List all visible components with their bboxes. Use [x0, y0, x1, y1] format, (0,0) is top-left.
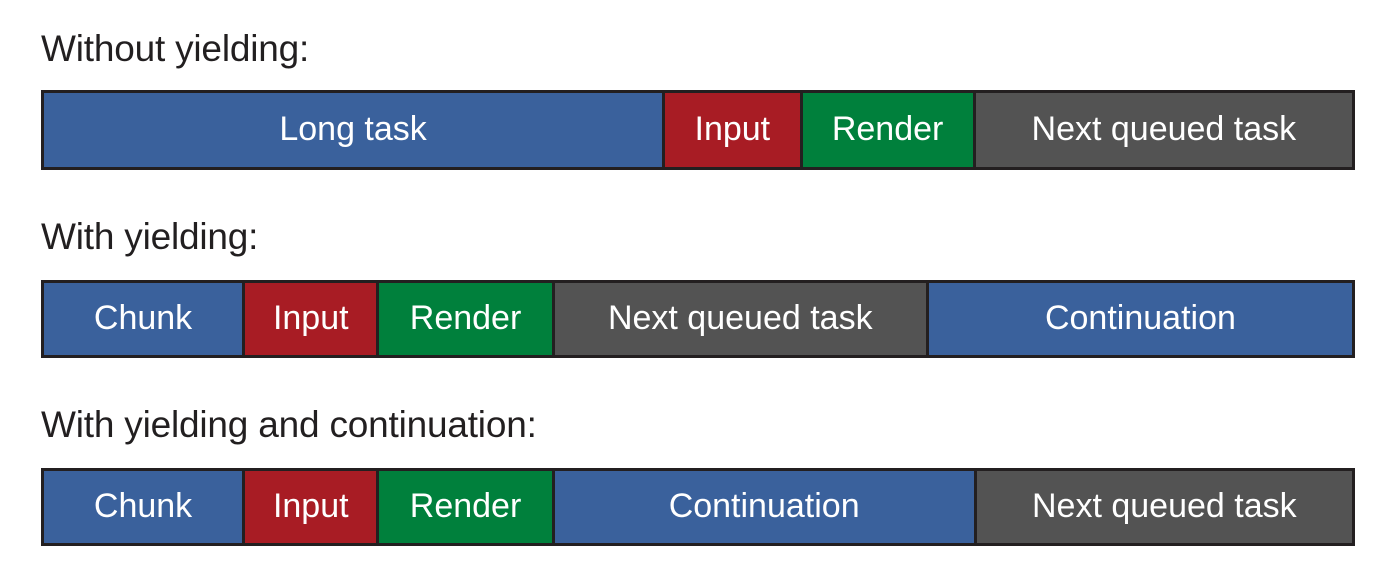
- timeline-segment-label: Chunk: [93, 487, 193, 525]
- section-title-with-yielding-and-continuation: With yielding and continuation:: [41, 404, 537, 445]
- timeline-segment: Chunk: [44, 471, 246, 543]
- timeline-segment: Next queued task: [554, 283, 929, 355]
- timeline-segment-label: Render: [409, 487, 522, 525]
- timeline-segment-label: Next queued task: [1032, 487, 1297, 525]
- timeline-segment: Render: [379, 283, 555, 355]
- timeline-segment-label: Continuation: [668, 487, 860, 525]
- timeline-bar-with-yielding-and-continuation: Chunk Input Render Continuation Next queued …: [41, 468, 1355, 546]
- timeline-segment-label: Next queued task: [1031, 110, 1297, 148]
- section-title-with-yielding: With yielding:: [41, 216, 259, 257]
- timeline-segment-label: Continuation: [1044, 299, 1236, 337]
- timeline-segment-label: Input: [272, 299, 349, 337]
- timeline-segment: Chunk: [44, 283, 246, 355]
- timeline-segment-label: Long task: [279, 110, 427, 148]
- timeline-section-with-yielding-and-continuation: With yielding and continuation: Chunk Inp…: [0, 406, 1396, 546]
- timeline-segment: Next queued task: [976, 471, 1352, 543]
- timeline-segment: Long task: [44, 93, 666, 167]
- timeline-bar-without-yielding: Long task Input Render Next queued task: [41, 90, 1355, 170]
- timeline-segment: Continuation: [554, 471, 977, 543]
- timeline-segment-label: Render: [409, 299, 522, 337]
- timeline-section-with-yielding: With yielding: Chunk Input Render Next queu…: [0, 218, 1396, 358]
- timeline-segment: Input: [245, 471, 380, 543]
- section-title-without-yielding: Without yielding:: [41, 28, 310, 69]
- timeline-segment-label: Input: [694, 110, 771, 148]
- timeline-segment-label: Chunk: [93, 299, 193, 337]
- timeline-segment: Render: [379, 471, 555, 543]
- timeline-section-without-yielding: Without yielding: Long task Input Render Ne…: [0, 30, 1396, 170]
- timeline-bar-with-yielding: Chunk Input Render Next queued task Continua…: [41, 280, 1355, 358]
- timeline-segment: Render: [802, 93, 976, 167]
- timeline-segment: Next queued task: [975, 93, 1352, 167]
- timeline-segment: Continuation: [928, 283, 1352, 355]
- timeline-segment: Input: [245, 283, 380, 355]
- timeline-segment-label: Render: [831, 110, 944, 148]
- timeline-segment-label: Next queued task: [607, 299, 873, 337]
- timeline-segment: Input: [665, 93, 803, 167]
- timeline-segment-label: Input: [272, 487, 349, 525]
